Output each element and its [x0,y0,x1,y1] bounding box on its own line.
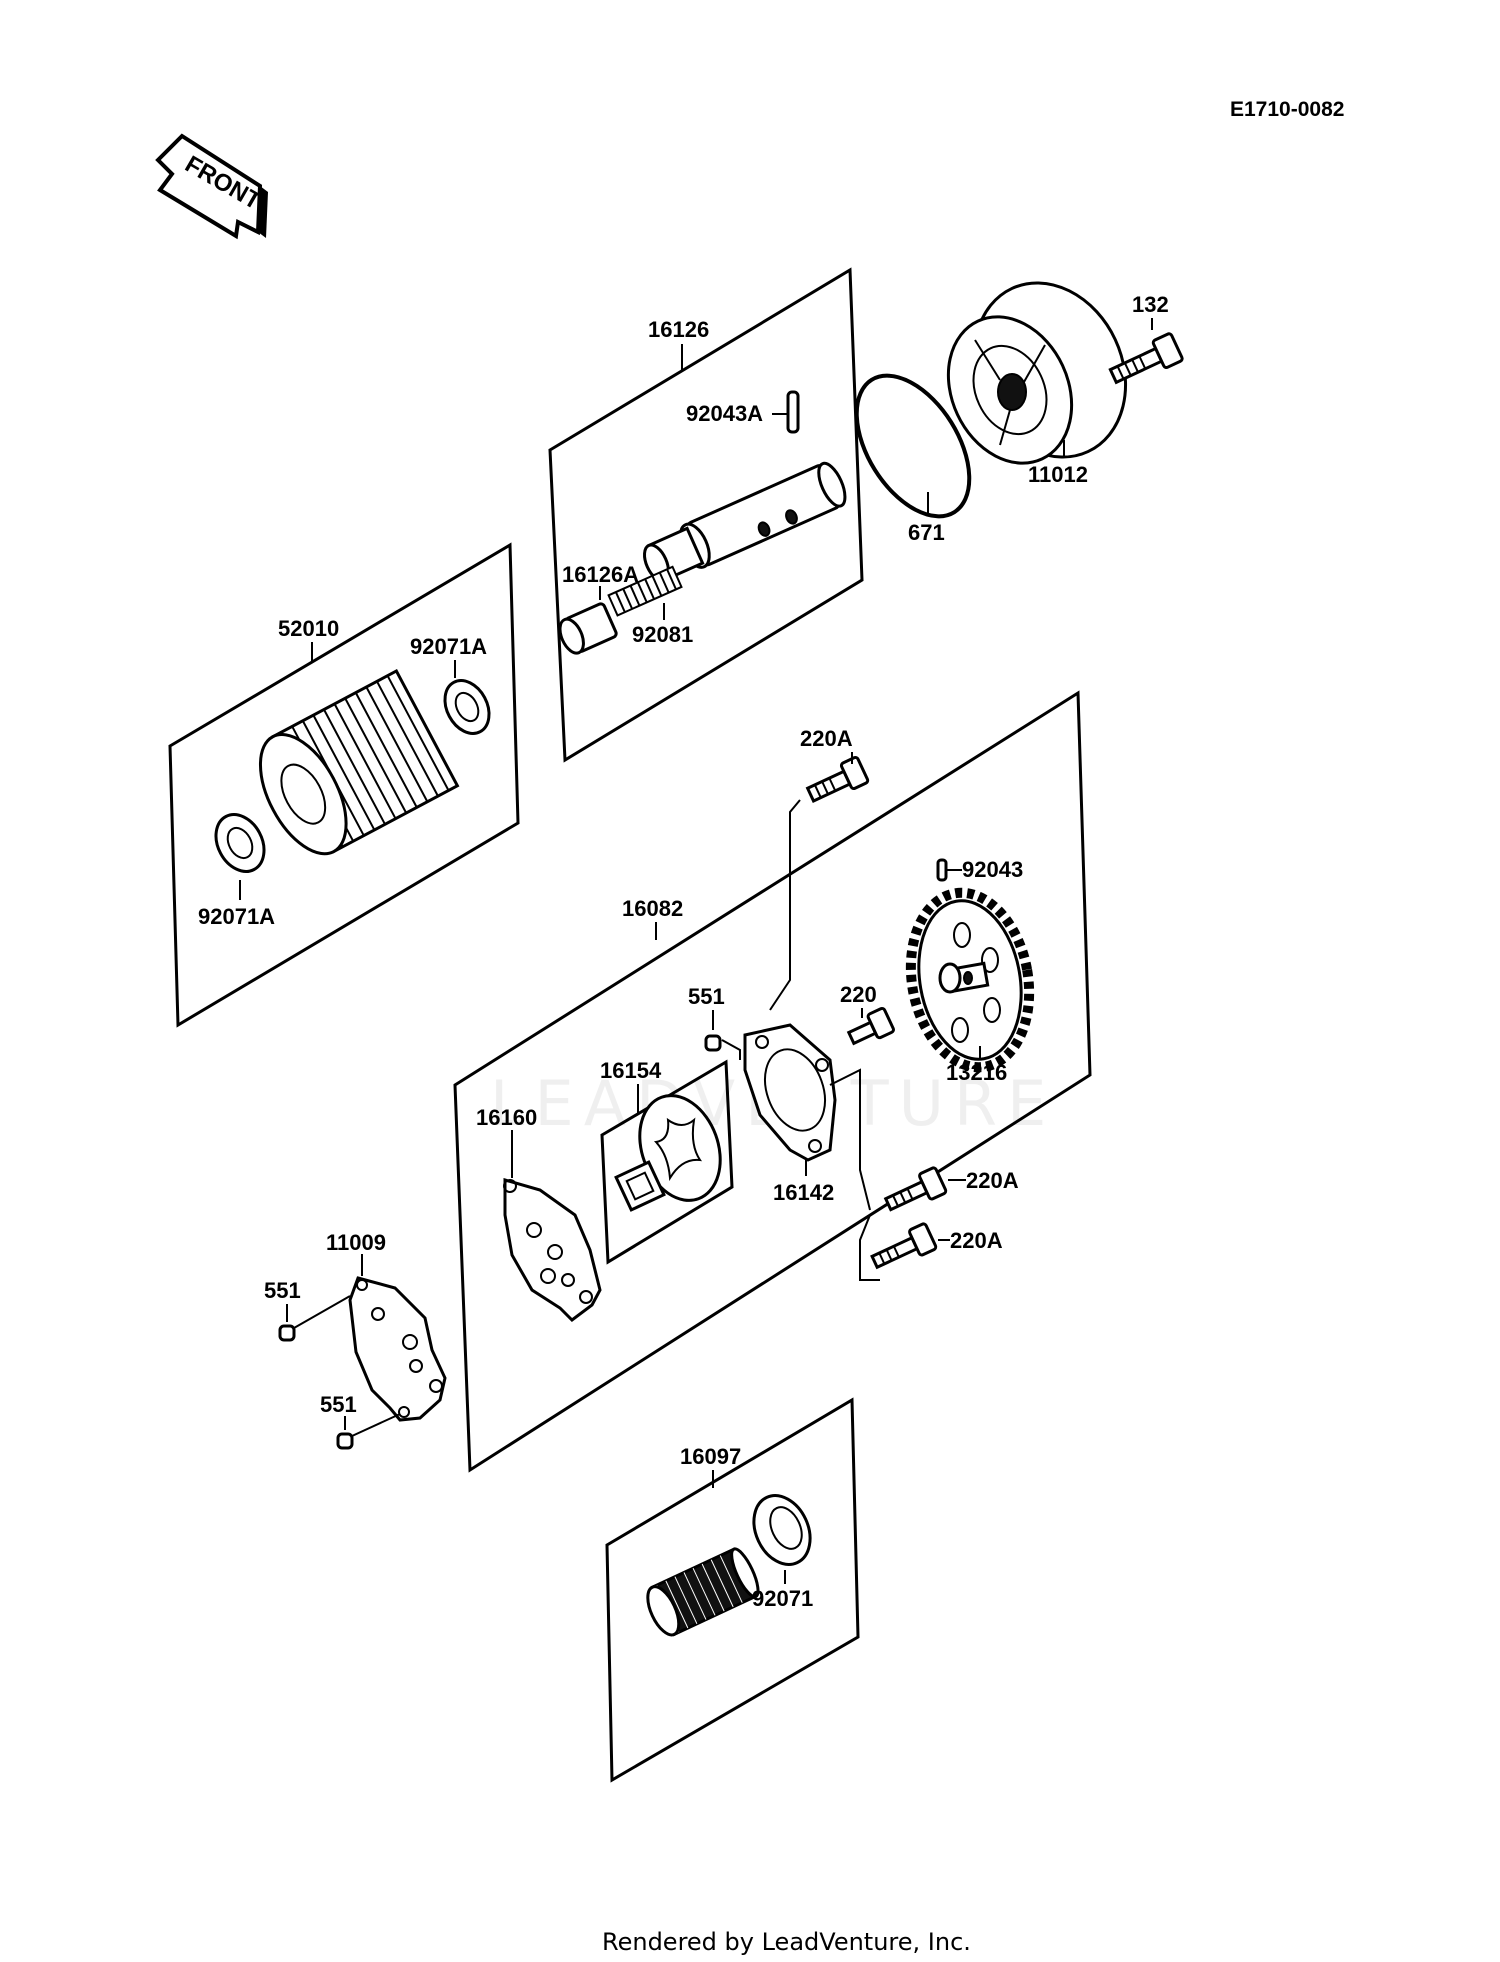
frame-relief-valve: 16126 92043A 92081 [548,267,864,763]
label-220A-top: 220A [800,726,853,751]
label-16142: 16142 [773,1180,834,1205]
label-92071A-bottom: 92071A [198,904,275,929]
pump-cover-11012: 11012 [946,281,1128,487]
label-16160: 16160 [476,1105,537,1130]
label-16126: 16126 [648,317,709,342]
label-16082: 16082 [622,896,683,921]
label-16097: 16097 [680,1444,741,1469]
label-16154: 16154 [600,1058,662,1083]
cover-plate-11009: 11009 551 551 [264,1230,447,1450]
frame-oil-strainer: 16097 92071 [605,1397,860,1783]
frame-oil-filter: 52010 92071A 92071A [168,542,520,1028]
bolt-132: 132 [1108,292,1184,385]
label-92081: 92081 [632,622,693,647]
label-220: 220 [840,982,877,1007]
label-92043: 92043 [962,857,1023,882]
front-arrow-icon: FRONT [155,133,268,240]
label-132: 132 [1132,292,1169,317]
label-551-low: 551 [320,1392,357,1417]
gear-13216 [905,887,1035,1073]
bolt-220A-low: 220A [859,1214,1003,1281]
footer-credit: Rendered by LeadVenture, Inc. [602,1928,971,1956]
label-92043A: 92043A [686,401,763,426]
label-11012: 11012 [1028,462,1088,487]
label-551-mid: 551 [688,984,725,1009]
label-11009: 11009 [326,1230,386,1255]
o-ring-671: 671 [854,373,972,545]
label-16126A: 16126A [562,562,639,587]
label-551-left: 551 [264,1278,301,1303]
frame-oil-pump: 16082 220A 92043 13216 [453,690,1092,1473]
label-220A-low: 220A [950,1228,1003,1253]
diagram-code: E1710-0082 [1230,98,1344,121]
label-52010: 52010 [278,616,339,641]
label-13216: 13216 [946,1060,1007,1085]
label-92071A-top: 92071A [410,634,487,659]
label-92071: 92071 [752,1586,813,1611]
label-220A-mid: 220A [966,1168,1019,1193]
label-671: 671 [908,520,945,545]
